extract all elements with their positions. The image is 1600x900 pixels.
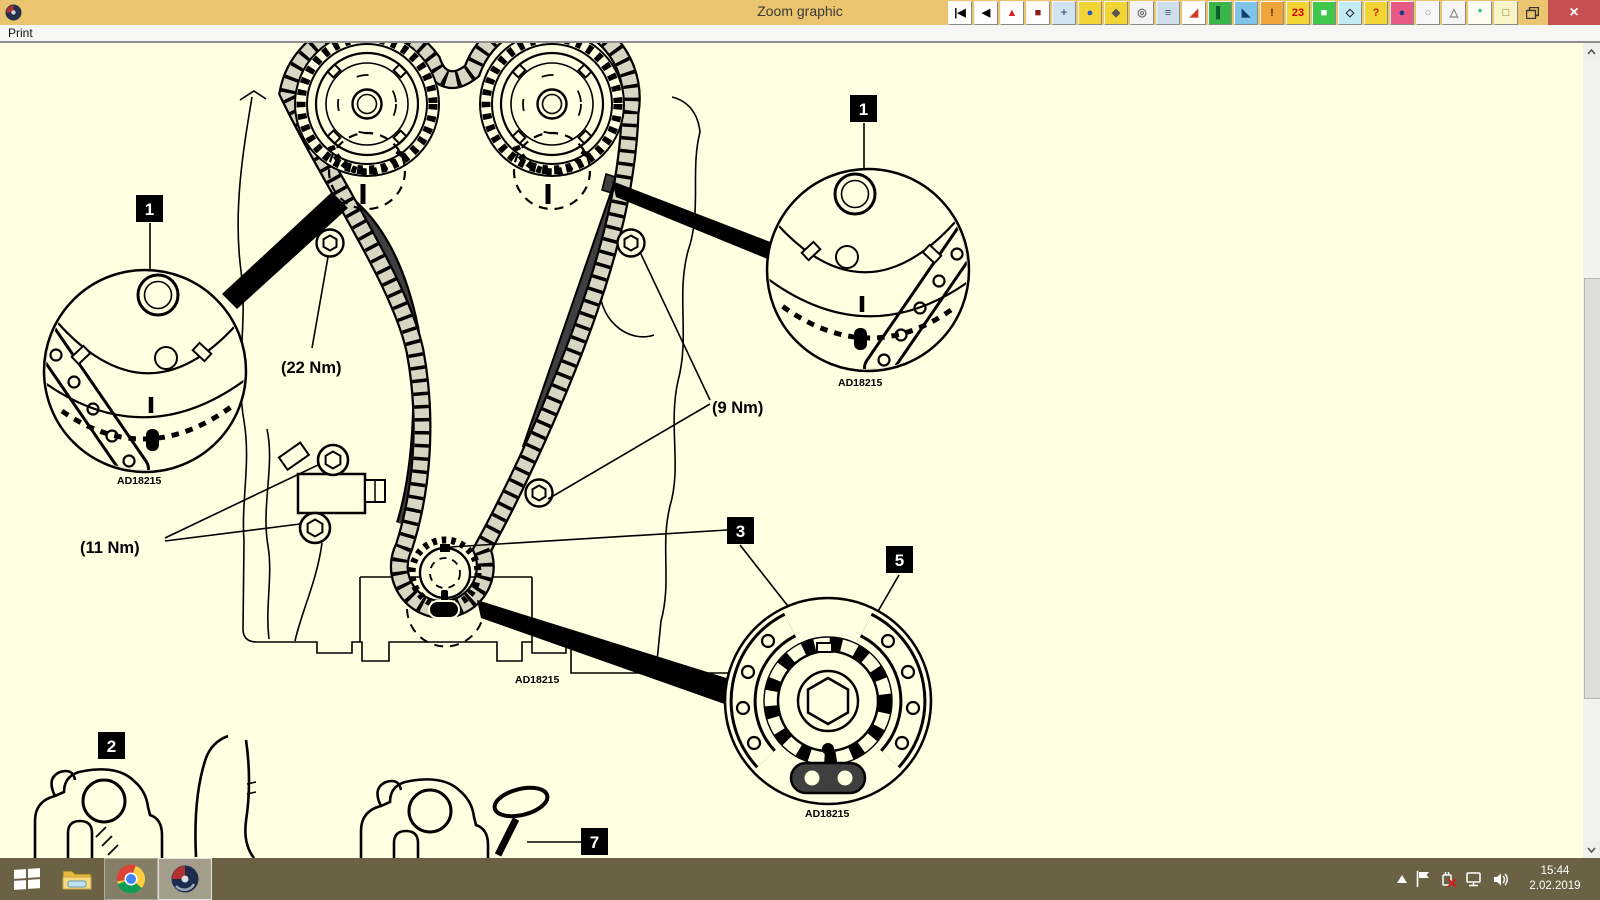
timing-chain-diagram: 1 1 2 3 5 7 (22 Nm) (9 Nm) (11 Nm) AD182… [0, 43, 1583, 858]
crank-notch [816, 642, 833, 653]
titlebar-toolbar: |◀◀▲■+●◆◎≡◢▌◣!23■◇?●○△*□ [948, 1, 1520, 25]
ref-code-crank: AD18215 [515, 674, 560, 686]
torque-label-22nm: (22 Nm) [281, 359, 342, 377]
scrollbar-thumb[interactable] [1584, 278, 1600, 699]
torque-label-11nm: (11 Nm) [80, 539, 140, 557]
taskbar-item-file-explorer[interactable] [50, 858, 104, 900]
toolbar-icon-jack[interactable]: △ [1442, 1, 1466, 25]
windows-logo-icon [14, 868, 40, 890]
toolbar-icon-cutting[interactable]: ◇ [1338, 1, 1362, 25]
callout-number-1-right: 1 [859, 100, 868, 119]
bottom-parts [33, 734, 550, 858]
taskbar-item-chrome[interactable] [104, 858, 158, 900]
callout-crank-detail [723, 596, 933, 806]
ref-code-left: AD18215 [117, 475, 162, 487]
toolbar-icon-previous[interactable]: ◀ [974, 1, 998, 25]
toolbar-icon-first-page[interactable]: |◀ [948, 1, 972, 25]
toolbar-icon-service-tools[interactable]: + [1052, 1, 1076, 25]
restore-icon [1525, 6, 1539, 19]
zoom-graphic-canvas[interactable]: 1 1 2 3 5 7 (22 Nm) (9 Nm) (11 Nm) AD182… [0, 43, 1583, 858]
toolbar-icon-diagnostic-help[interactable]: ? [1364, 1, 1388, 25]
toolbar-icon-management[interactable]: 23 [1286, 1, 1310, 25]
action-center-flag-icon[interactable] [1416, 871, 1430, 887]
toolbar-icon-connector[interactable]: □ [1494, 1, 1518, 25]
chevron-up-icon [1587, 48, 1596, 55]
toolbar-icon-tyre[interactable]: ○ [1416, 1, 1440, 25]
toolbar-icon-key[interactable]: ! [1260, 1, 1284, 25]
crank-dashed-circle [406, 606, 486, 648]
callout-right-camshaft [767, 169, 970, 371]
toolbar-icon-incline[interactable]: ◣ [1234, 1, 1258, 25]
curved-guide-part [194, 734, 257, 858]
chain-tensioner [277, 441, 386, 545]
ref-code-bottom: AD18215 [805, 808, 850, 820]
start-button[interactable] [4, 858, 50, 900]
window-title: Zoom graphic [757, 3, 843, 19]
callout-number-1-left: 1 [145, 200, 154, 219]
toolbar-icon-mouse[interactable]: ◆ [1104, 1, 1128, 25]
toolbar-icon-warning[interactable]: ▲ [1000, 1, 1024, 25]
volume-icon[interactable] [1493, 872, 1510, 887]
camshaft-guide-bolt [315, 228, 345, 258]
timing-chain [278, 43, 641, 620]
usb-device-icon[interactable] [1439, 871, 1457, 887]
callout-number-7: 7 [590, 833, 599, 852]
chrome-icon [116, 864, 145, 894]
menubar: Print [0, 25, 1600, 41]
scroll-up-button[interactable] [1583, 43, 1600, 60]
left-camshaft-sprocket [295, 43, 439, 209]
restore-button[interactable] [1522, 3, 1542, 22]
toolbar-icon-wheel[interactable]: ◎ [1130, 1, 1154, 25]
callout-number-5: 5 [895, 551, 904, 570]
file-explorer-icon [62, 870, 92, 890]
callout-left-camshaft [43, 270, 246, 472]
taskbar: 15:44 2.02.2019 [0, 858, 1600, 900]
toolbar-icon-printer[interactable]: ■ [1312, 1, 1336, 25]
callout-number-2: 2 [107, 737, 116, 756]
workshop-disc-icon [171, 865, 199, 893]
show-hidden-icons[interactable] [1397, 875, 1407, 883]
menu-print[interactable]: Print [8, 26, 33, 40]
toolbar-icon-suspension[interactable]: ≡ [1156, 1, 1180, 25]
guide-bracket-right [359, 777, 490, 858]
guide-bolt-lower [524, 478, 554, 508]
clock-date: 2.02.2019 [1529, 880, 1581, 892]
scroll-down-button[interactable] [1583, 841, 1600, 858]
vertical-scrollbar[interactable] [1583, 43, 1600, 858]
toolbar-icon-seat[interactable]: ● [1390, 1, 1414, 25]
toolbar-icon-engine[interactable]: ● [1078, 1, 1102, 25]
tensioner-bolt-part [492, 785, 550, 857]
network-icon[interactable] [1466, 871, 1484, 887]
titlebar: Zoom graphic |◀◀▲■+●◆◎≡◢▌◣!23■◇?●○△*□ × [0, 0, 1600, 25]
system-tray [1397, 858, 1510, 900]
toolbar-icon-monitor[interactable]: ■ [1026, 1, 1050, 25]
torque-label-9nm: (9 Nm) [712, 399, 763, 417]
close-icon: × [1569, 3, 1579, 21]
taskbar-item-workshop-app[interactable] [158, 858, 212, 900]
chevron-down-icon [1587, 846, 1596, 853]
callout-number-3: 3 [736, 522, 745, 541]
crank-hex [806, 676, 850, 726]
toolbar-icon-lift[interactable]: ▌ [1208, 1, 1232, 25]
callout-number-boxes: 1 1 2 3 5 7 [98, 95, 913, 855]
ref-code-right: AD18215 [838, 377, 883, 389]
close-button[interactable]: × [1548, 0, 1600, 25]
crank-colored-link [428, 600, 460, 619]
crankshaft-sprocket [408, 536, 482, 619]
app-disc-icon [5, 4, 22, 21]
taskbar-clock[interactable]: 15:44 2.02.2019 [1514, 858, 1596, 900]
toolbar-icon-map[interactable]: * [1468, 1, 1492, 25]
dark-chain-link [789, 761, 867, 795]
callout-wedges [222, 181, 773, 707]
clock-time: 15:44 [1540, 865, 1570, 878]
guide-bracket-left [33, 767, 164, 858]
right-camshaft-sprocket [480, 43, 624, 209]
engine-outline [237, 90, 737, 674]
crank-timing-mark [440, 544, 450, 552]
toolbar-icon-ramp[interactable]: ◢ [1182, 1, 1206, 25]
